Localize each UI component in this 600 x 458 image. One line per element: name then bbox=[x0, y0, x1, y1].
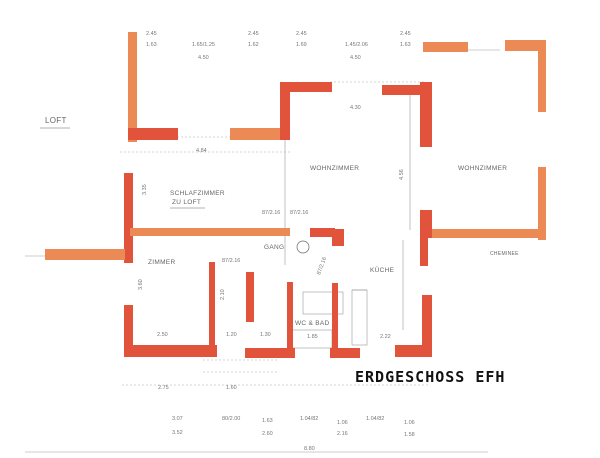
dimension-label: 4.30 bbox=[350, 105, 361, 111]
stair-marker-icon bbox=[296, 240, 310, 254]
dimension-label: 1.65/1.25 bbox=[192, 42, 215, 48]
dimension-label: 87/2.16 bbox=[222, 258, 240, 264]
dimension-label: 2.45 bbox=[248, 31, 259, 37]
dimension-label: 3.60 bbox=[138, 279, 144, 290]
dimension-label: 4.50 bbox=[350, 55, 361, 61]
dimension-label: 2.75 bbox=[158, 385, 169, 391]
dimension-label: 1.60 bbox=[226, 385, 237, 391]
dimension-label: 1.04/82 bbox=[300, 416, 318, 422]
dimension-label: 1.06 bbox=[404, 420, 415, 426]
dimension-label: 3.35 bbox=[142, 184, 148, 195]
dimension-label: 1.06 bbox=[337, 420, 348, 426]
dimension-label: 2.45 bbox=[296, 31, 307, 37]
dimension-label: 1.45/2.06 bbox=[345, 42, 368, 48]
dimension-label: 80/2.00 bbox=[222, 416, 240, 422]
label-wohnzimmer-2: WOHNZIMMER bbox=[458, 165, 507, 172]
dimension-label: 4.56 bbox=[399, 169, 405, 180]
label-gang: GANG bbox=[264, 244, 284, 251]
dimension-label: 4.50 bbox=[198, 55, 209, 61]
label-zu-loft: ZU LOFT bbox=[172, 199, 201, 206]
dimension-label: 1.69 bbox=[296, 42, 307, 48]
dimension-label: 1.63 bbox=[400, 42, 411, 48]
dimensions-bottom: 2.75 1.60 3.07 3.52 80/2.00 1.63 2.60 1.… bbox=[158, 385, 415, 452]
dimension-label: 1.62 bbox=[248, 42, 259, 48]
dimension-label: 3.07 bbox=[172, 416, 183, 422]
dimension-label: 1.63 bbox=[146, 42, 157, 48]
dimension-label: 1.58 bbox=[404, 432, 415, 438]
dimensions-top: 2.45 1.63 1.65/1.25 4.50 2.45 1.62 2.45 … bbox=[142, 31, 411, 195]
dimension-label: 3.52 bbox=[172, 430, 183, 436]
dimension-label: 87/2.16 bbox=[262, 210, 280, 216]
label-wohnzimmer: WOHNZIMMER bbox=[310, 165, 359, 172]
label-zimmer: ZIMMER bbox=[148, 259, 175, 266]
dimension-label: 2.22 bbox=[380, 334, 391, 340]
dimension-label: 1.04/82 bbox=[366, 416, 384, 422]
dimension-label: 2.10 bbox=[220, 289, 226, 300]
label-schlafzimmer: SCHLAFZIMMER bbox=[170, 190, 225, 197]
label-loft: LOFT bbox=[45, 116, 67, 125]
label-wc-bad: WC & BAD bbox=[295, 320, 330, 327]
dimension-label: 8.80 bbox=[304, 446, 315, 452]
dimension-label: 87/2.16 bbox=[316, 256, 328, 275]
label-cheminee: CHEMINEE bbox=[490, 251, 519, 257]
dimension-label: 1.30 bbox=[260, 332, 271, 338]
dimension-label: 1.20 bbox=[226, 332, 237, 338]
dimension-label: 87/2.16 bbox=[290, 210, 308, 216]
label-kueche: KÜCHE bbox=[370, 266, 395, 274]
dimension-label: 2.45 bbox=[400, 31, 411, 37]
dimension-label: 2.45 bbox=[146, 31, 157, 37]
dimension-label: 2.16 bbox=[337, 431, 348, 437]
plan-title: ERDGESCHOSS EFH bbox=[355, 368, 505, 386]
dimension-label: 1.85 bbox=[307, 334, 318, 340]
dimension-label: 2.60 bbox=[262, 431, 273, 437]
dimension-label: 1.63 bbox=[262, 418, 273, 424]
dimension-label: 2.50 bbox=[157, 332, 168, 338]
dimensions-mid: 87/2.16 87/2.16 87/2.16 3.60 2.10 2.50 1… bbox=[138, 210, 391, 340]
dimension-label: 4.84 bbox=[196, 148, 207, 154]
walls bbox=[45, 32, 546, 358]
